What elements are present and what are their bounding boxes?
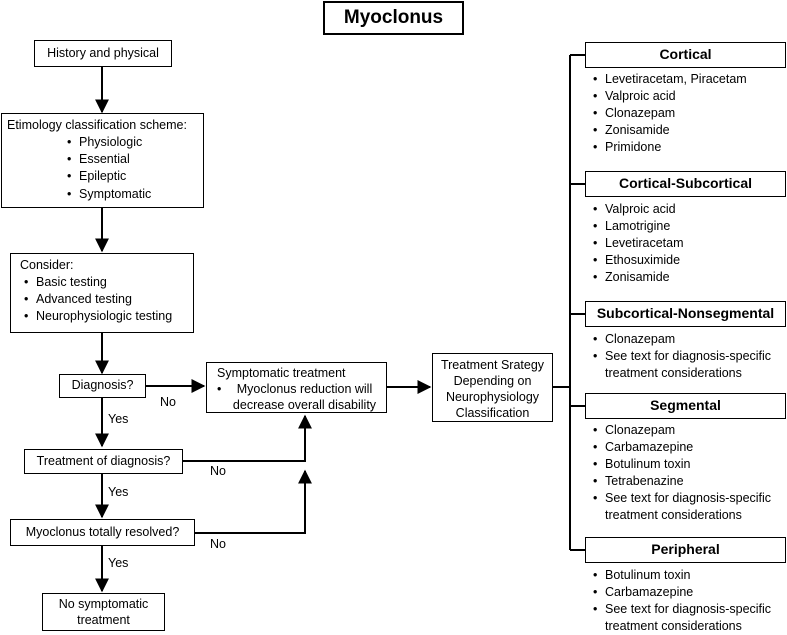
category-list-segmental: Clonazepam Carbamazepine Botulinum toxin…	[593, 422, 775, 524]
category-name: Segmental	[650, 397, 721, 413]
history-box: History and physical	[34, 40, 172, 67]
drug-item: Levetiracetam, Piracetam	[593, 71, 747, 88]
category-name: Subcortical-Nonsegmental	[596, 305, 775, 321]
no-label-treatment: No	[210, 464, 226, 478]
category-name: Peripheral	[651, 541, 720, 557]
diagnosis-text: Diagnosis?	[71, 378, 134, 392]
etiology-title: Etimology classification scheme:	[7, 118, 187, 132]
category-header-subcortical-nonsegmental: Subcortical-Nonsegmental	[585, 301, 786, 327]
drug-item: Tetrabenazine	[593, 473, 775, 490]
drug-item: Clonazepam	[593, 331, 775, 348]
drug-item: Carbamazepine	[593, 439, 775, 456]
totally-resolved-box: Myoclonus totally resolved?	[10, 519, 195, 546]
yes-label-diagnosis: Yes	[108, 412, 129, 426]
no-label-diagnosis: No	[160, 395, 176, 409]
consider-item: Advanced testing	[24, 291, 193, 308]
category-list-peripheral: Botulinum toxin Carbamazepine See text f…	[593, 567, 775, 635]
consider-item: Neurophysiologic testing	[24, 308, 193, 325]
drug-item: Valproic acid	[593, 201, 684, 218]
etiology-item: Symptomatic	[67, 186, 203, 203]
strategy-box: Treatment Srategy Depending on Neurophys…	[432, 353, 553, 422]
treatment-of-diagnosis-box: Treatment of diagnosis?	[24, 449, 183, 474]
history-text: History and physical	[47, 46, 159, 60]
drug-item: Zonisamide	[593, 269, 684, 286]
yes-label-treatment: Yes	[108, 485, 129, 499]
arrow-treatment-no	[183, 414, 312, 462]
drug-item: Ethosuximide	[593, 252, 684, 269]
no-symptomatic-box: No symptomatic treatment	[42, 593, 165, 631]
consider-box: Consider: Basic testing Advanced testing…	[10, 253, 194, 333]
title-box: Myoclonus	[323, 1, 464, 35]
drug-item: Carbamazepine	[593, 584, 775, 601]
etiology-item: Essential	[67, 151, 203, 168]
diagnosis-box: Diagnosis?	[59, 374, 146, 398]
consider-list: Basic testing Advanced testing Neurophys…	[24, 274, 193, 326]
category-header-peripheral: Peripheral	[585, 537, 786, 563]
drug-item: See text for diagnosis-specific treatmen…	[593, 348, 775, 382]
symptomatic-list: Myoclonus reduction will decrease overal…	[217, 381, 386, 413]
category-header-segmental: Segmental	[585, 393, 786, 419]
treatment-of-diagnosis-text: Treatment of diagnosis?	[36, 454, 171, 468]
drug-item: Levetiracetam	[593, 235, 684, 252]
diagram-title: Myoclonus	[343, 7, 444, 28]
drug-item: Botulinum toxin	[593, 567, 775, 584]
consider-title: Consider:	[20, 258, 74, 272]
arrow-resolved-no	[195, 469, 312, 534]
totally-resolved-text: Myoclonus totally resolved?	[25, 525, 180, 539]
category-list-cortical: Levetiracetam, Piracetam Valproic acid C…	[593, 71, 747, 156]
drug-item: Clonazepam	[593, 105, 747, 122]
drug-item: Botulinum toxin	[593, 456, 775, 473]
symptomatic-title: Symptomatic treatment	[217, 366, 346, 380]
category-name: Cortical	[659, 46, 712, 62]
symptomatic-item: Myoclonus reduction will decrease overal…	[217, 381, 382, 413]
no-label-resolved: No	[210, 537, 226, 551]
etiology-item: Physiologic	[67, 134, 203, 151]
category-list-subcortical-nonsegmental: Clonazepam See text for diagnosis-specif…	[593, 331, 775, 382]
category-header-cortical-subcortical: Cortical-Subcortical	[585, 171, 786, 197]
strategy-text: Treatment Srategy Depending on Neurophys…	[440, 358, 545, 420]
category-name: Cortical-Subcortical	[618, 175, 753, 191]
etiology-box: Etimology classification scheme: Physiol…	[1, 113, 204, 208]
drug-item: Valproic acid	[593, 88, 747, 105]
symptomatic-treatment-box: Symptomatic treatment Myoclonus reductio…	[206, 362, 387, 413]
no-symptomatic-text: No symptomatic treatment	[58, 597, 149, 627]
drug-item: Clonazepam	[593, 422, 775, 439]
category-list-cortical-subcortical: Valproic acid Lamotrigine Levetiracetam …	[593, 201, 684, 286]
drug-item: Zonisamide	[593, 122, 747, 139]
drug-item: Primidone	[593, 139, 747, 156]
yes-label-resolved: Yes	[108, 556, 129, 570]
consider-item: Basic testing	[24, 274, 193, 291]
drug-item: See text for diagnosis-specific treatmen…	[593, 490, 775, 524]
drug-item: Lamotrigine	[593, 218, 684, 235]
category-header-cortical: Cortical	[585, 42, 786, 68]
etiology-list: Physiologic Essential Epileptic Symptoma…	[67, 134, 203, 203]
etiology-item: Epileptic	[67, 168, 203, 185]
drug-item: See text for diagnosis-specific treatmen…	[593, 601, 775, 635]
